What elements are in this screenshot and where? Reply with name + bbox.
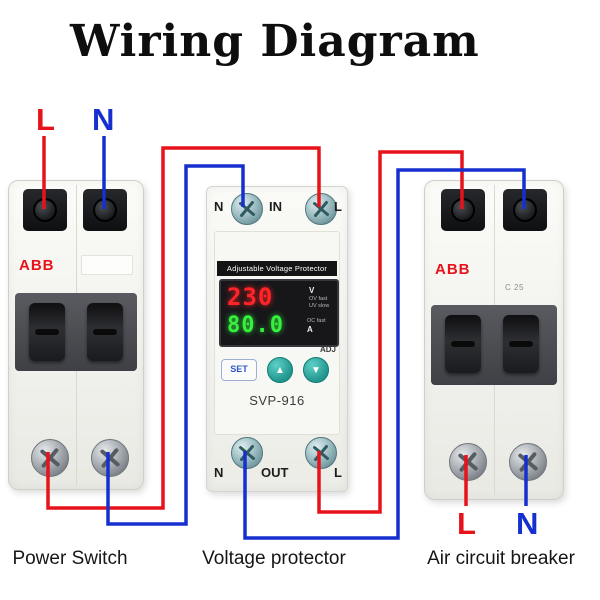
supply-neutral-label: N bbox=[92, 102, 115, 137]
terminal-screw-icon bbox=[509, 443, 547, 481]
toggle-lever-icon bbox=[29, 303, 65, 361]
protector-name-bar: Adjustable Voltage Protector bbox=[217, 261, 337, 276]
protector-bottom-l-label: L bbox=[334, 465, 342, 480]
terminal-screw-icon bbox=[305, 437, 337, 469]
supply-live-label: L bbox=[36, 102, 55, 137]
protector-top-n-label: N bbox=[214, 199, 224, 214]
terminal-screw-icon bbox=[449, 443, 487, 481]
toggle-lever-icon bbox=[87, 303, 123, 361]
voltage-protector-device: N IN L Adjustable Voltage Protector 230 … bbox=[206, 186, 348, 492]
air-circuit-breaker-device: ABB C 25 bbox=[424, 180, 564, 500]
breaker-spec-label: C 25 bbox=[505, 283, 524, 292]
terminal-block-icon bbox=[83, 189, 127, 231]
adj-label: ADJ bbox=[319, 345, 336, 354]
current-unit-label: A bbox=[307, 325, 313, 334]
caption-power-switch: Power Switch bbox=[12, 548, 128, 569]
terminal-screw-icon bbox=[231, 193, 263, 225]
protector-top-in-label: IN bbox=[269, 199, 282, 214]
set-button: SET bbox=[221, 359, 257, 381]
up-arrow-button: ▲ bbox=[267, 357, 293, 383]
terminal-screw-icon bbox=[305, 193, 337, 225]
protector-bottom-out-label: OUT bbox=[261, 465, 289, 480]
voltage-readout: 230 bbox=[227, 283, 274, 311]
protector-top-l-label: L bbox=[334, 199, 342, 214]
voltage-side-labels: V OV fast UV slow bbox=[309, 286, 329, 309]
current-side-labels: OC fast A bbox=[307, 318, 326, 334]
voltage-unit-label: V bbox=[309, 286, 315, 295]
toggle-lever-icon bbox=[503, 315, 539, 373]
oc-fast-label: OC fast bbox=[307, 318, 326, 324]
breaker-toggle-panel bbox=[15, 293, 137, 371]
terminal-block-icon bbox=[441, 189, 485, 231]
caption-voltage-protector: Voltage protector bbox=[202, 548, 346, 569]
power-switch-device: ABB bbox=[8, 180, 144, 490]
current-readout: 80.0 bbox=[227, 313, 284, 338]
terminal-screw-icon bbox=[231, 437, 263, 469]
protector-model-label: SVP-916 bbox=[249, 393, 305, 408]
protector-display: 230 V OV fast UV slow 80.0 OC fast A bbox=[219, 279, 339, 347]
breaker-toggle-panel bbox=[431, 305, 557, 385]
caption-air-circuit-breaker: Air circuit breaker bbox=[427, 548, 575, 569]
load-live-label: L bbox=[457, 506, 476, 541]
rating-label bbox=[81, 255, 133, 275]
terminal-screw-icon bbox=[31, 439, 69, 477]
down-arrow-button: ▼ bbox=[303, 357, 329, 383]
load-neutral-label: N bbox=[516, 506, 539, 541]
ov-fast-label: OV fast bbox=[309, 296, 328, 302]
toggle-lever-icon bbox=[445, 315, 481, 373]
protector-bottom-n-label: N bbox=[214, 465, 224, 480]
terminal-screw-icon bbox=[91, 439, 129, 477]
abb-logo: ABB bbox=[19, 257, 55, 274]
terminal-block-icon bbox=[503, 189, 547, 231]
uv-slow-label: UV slow bbox=[309, 303, 330, 309]
page-title: Wiring Diagram bbox=[70, 16, 480, 67]
abb-logo: ABB bbox=[435, 261, 471, 278]
terminal-block-icon bbox=[23, 189, 67, 231]
